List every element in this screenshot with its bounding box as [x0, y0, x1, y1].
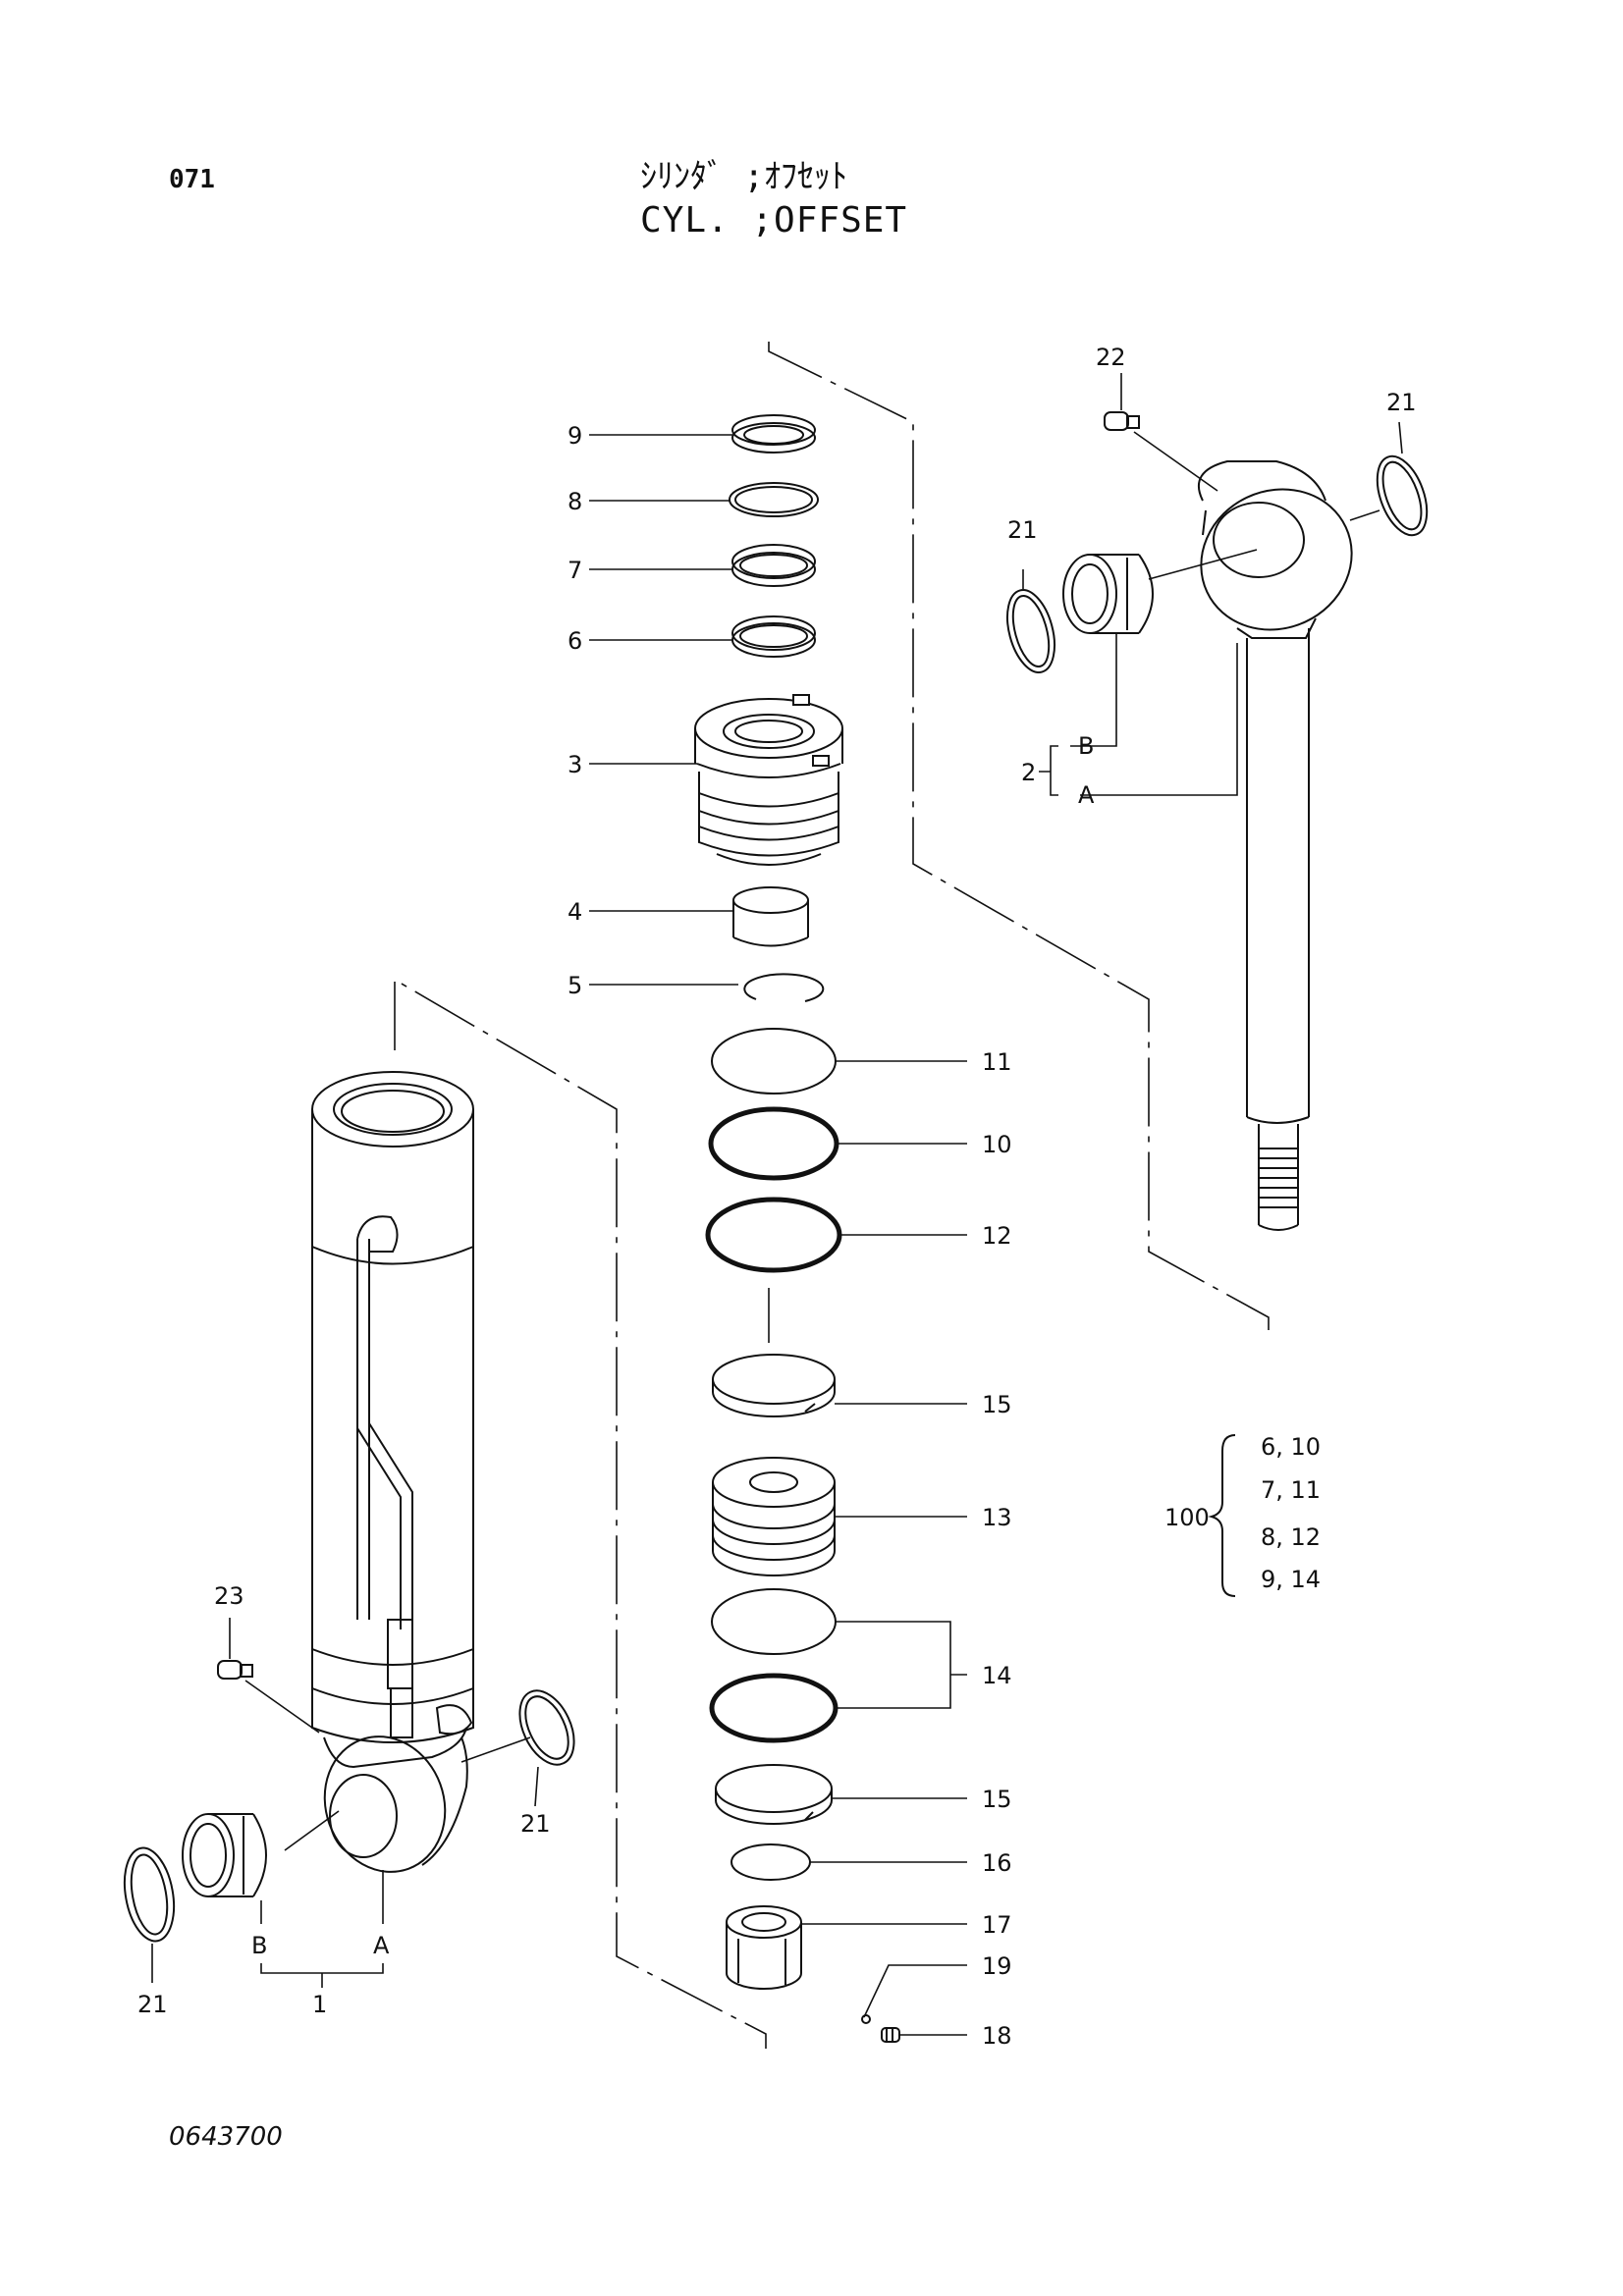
set-screw-18 — [881, 2027, 900, 2043]
callout-6: 6 — [568, 627, 582, 655]
callout-2-b: B — [1078, 732, 1094, 760]
ring-8 — [729, 482, 819, 517]
ring-16 — [730, 1843, 811, 1881]
ring-21-tube-left — [123, 1846, 176, 1943]
page-number: 071 — [169, 165, 215, 194]
callout-4: 4 — [568, 898, 582, 926]
callout-1-b: B — [251, 1932, 267, 1959]
callout-2-a: A — [1078, 781, 1095, 809]
dust-seal-9 — [731, 414, 816, 454]
grease-fitting-22 — [1104, 411, 1140, 431]
grease-fitting-23 — [217, 1660, 253, 1680]
callout-21-rod-right: 21 — [1386, 389, 1417, 416]
kit-item: 8, 12 — [1261, 1523, 1321, 1551]
ring-14-upper — [711, 1588, 837, 1655]
callout-11: 11 — [982, 1048, 1012, 1076]
callout-14: 14 — [982, 1662, 1012, 1689]
cylinder-tube-1 — [311, 1071, 474, 1873]
rod-frame-line — [768, 342, 1270, 1330]
o-ring-14-lower — [709, 1673, 839, 1743]
tube-frame-line — [394, 978, 767, 2049]
o-ring-12 — [705, 1197, 842, 1273]
callout-5: 5 — [568, 972, 582, 999]
callout-10: 10 — [982, 1131, 1012, 1158]
leader-lines — [151, 373, 1403, 2036]
ring-7 — [731, 544, 816, 587]
callout-19: 19 — [982, 1952, 1012, 1980]
callout-21-tube-right: 21 — [520, 1810, 551, 1838]
callout-8: 8 — [568, 488, 582, 515]
snap-ring-5 — [743, 973, 825, 1002]
kit-item: 9, 14 — [1261, 1566, 1321, 1593]
kit-100-group: 100 6, 10 7, 11 8, 12 9, 14 — [1164, 1433, 1321, 1593]
callout-1: 1 — [312, 1991, 327, 2018]
callout-13: 13 — [982, 1504, 1012, 1531]
bushing-4 — [732, 886, 809, 947]
bushing-2b — [1062, 554, 1154, 634]
wear-ring-15-lower — [715, 1764, 833, 1825]
callout-16: 16 — [982, 1849, 1012, 1877]
drawing-number: 0643700 — [169, 2122, 283, 2152]
kit-item: 7, 11 — [1261, 1476, 1321, 1504]
callout-labels: 9 8 7 6 3 4 5 11 10 12 15 13 14 15 16 17… — [137, 344, 1417, 2050]
ring-21-tube-right — [518, 1689, 575, 1766]
callout-12: 12 — [982, 1222, 1012, 1250]
wear-ring-15-upper — [712, 1354, 836, 1417]
piston-13 — [712, 1457, 836, 1576]
callout-2: 2 — [1021, 759, 1036, 786]
ring-21-rod-right — [1376, 454, 1429, 537]
rod-assembly-2 — [1198, 460, 1353, 1231]
ball-19 — [861, 2014, 871, 2024]
rod-cover-3 — [694, 694, 843, 866]
callout-9: 9 — [568, 422, 582, 450]
seal-6 — [731, 615, 816, 658]
callout-7: 7 — [568, 557, 582, 584]
kit-item: 6, 10 — [1261, 1433, 1321, 1461]
callout-21-tube-left: 21 — [137, 1991, 168, 2018]
nut-17 — [726, 1905, 802, 1990]
callout-3: 3 — [568, 751, 582, 778]
callout-21-rod-left: 21 — [1007, 516, 1038, 544]
callout-1-a: A — [373, 1932, 390, 1959]
callout-22: 22 — [1096, 344, 1126, 371]
callout-15-lower: 15 — [982, 1786, 1012, 1813]
callout-18: 18 — [982, 2022, 1012, 2050]
title-japanese: ｼﾘﾝﾀﾞ ;ｵﾌｾｯﾄ — [640, 157, 847, 196]
ring-11 — [711, 1028, 837, 1095]
title-english: CYL. ;OFFSET — [640, 200, 908, 240]
kit-brace — [1208, 1434, 1236, 1597]
kit-number: 100 — [1164, 1504, 1210, 1531]
callout-15-upper: 15 — [982, 1391, 1012, 1418]
ring-21-rod-left — [1006, 589, 1055, 673]
o-ring-10 — [708, 1106, 839, 1181]
bushing-1b — [182, 1813, 267, 1897]
callout-17: 17 — [982, 1911, 1012, 1939]
callout-23: 23 — [214, 1582, 244, 1610]
